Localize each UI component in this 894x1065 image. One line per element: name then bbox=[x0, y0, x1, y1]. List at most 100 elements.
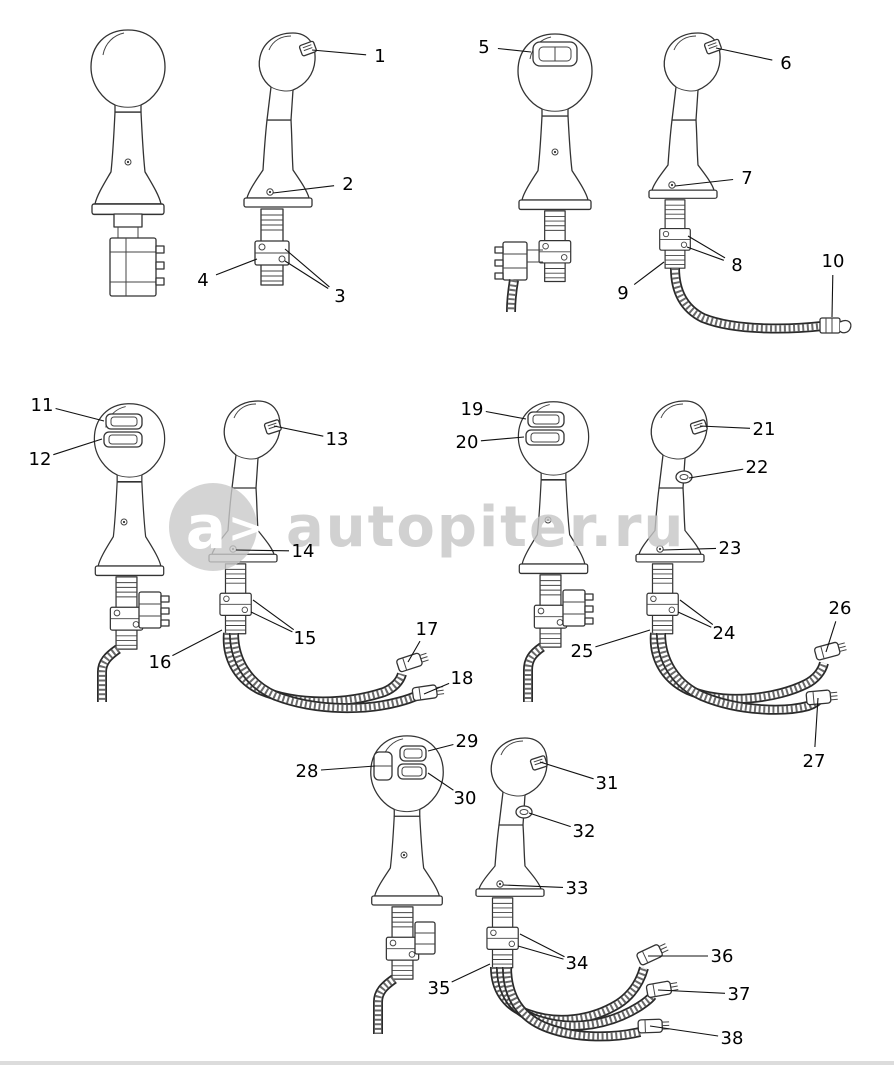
trigger-button bbox=[263, 419, 282, 435]
connector-plug bbox=[645, 978, 680, 999]
stem-clamp-assembly bbox=[254, 208, 290, 286]
top-button-2 bbox=[397, 763, 427, 780]
trigger-button bbox=[703, 38, 722, 55]
callout-30: 30 bbox=[454, 788, 477, 809]
callout-8: 8 bbox=[731, 255, 742, 276]
callout-31: 31 bbox=[596, 773, 619, 794]
body-screw-center bbox=[268, 190, 272, 194]
callout-leader-line bbox=[284, 248, 330, 288]
callout-9: 9 bbox=[617, 283, 628, 304]
callout-leader-line bbox=[825, 621, 837, 653]
handle-body bbox=[94, 481, 165, 577]
body-screw bbox=[266, 188, 274, 196]
terminal bbox=[160, 595, 170, 603]
callout-6: 6 bbox=[780, 53, 791, 74]
callout-leader-line bbox=[502, 884, 564, 888]
callout-leader-line bbox=[427, 772, 454, 791]
callout-37: 37 bbox=[728, 984, 751, 1005]
handle-body bbox=[648, 119, 718, 199]
body-screw bbox=[544, 516, 552, 524]
cable bbox=[523, 642, 545, 702]
callout-leader-line bbox=[686, 246, 724, 261]
handle-head bbox=[90, 29, 166, 113]
callout-22: 22 bbox=[746, 457, 769, 478]
top-button-2 bbox=[103, 431, 143, 448]
callout-25: 25 bbox=[571, 641, 594, 662]
callout-leader-line bbox=[688, 468, 744, 479]
figure-handle-side-3 bbox=[208, 400, 446, 714]
cable bbox=[670, 267, 823, 334]
callout-leader-line bbox=[215, 258, 258, 276]
connector-plug bbox=[637, 1018, 671, 1034]
body-screw bbox=[668, 181, 676, 189]
callout-leader-line bbox=[699, 425, 751, 429]
stem-clamp-assembly bbox=[219, 563, 252, 635]
stem-clamp-assembly bbox=[486, 897, 519, 969]
callout-24: 24 bbox=[713, 623, 736, 644]
watermark-text: autopiter.ru bbox=[286, 495, 685, 560]
stem-clamp-assembly bbox=[659, 199, 691, 269]
callout-leader-line bbox=[649, 1025, 719, 1037]
stem-clamp-assembly bbox=[385, 906, 420, 980]
callout-leader-line bbox=[55, 407, 105, 422]
callout-35: 35 bbox=[428, 978, 451, 999]
cable bbox=[97, 644, 121, 702]
callout-leader-line bbox=[519, 933, 565, 958]
callout-33: 33 bbox=[566, 878, 589, 899]
callout-3: 3 bbox=[334, 286, 345, 307]
callout-leader-line bbox=[235, 549, 290, 552]
callout-leader-line bbox=[814, 697, 819, 748]
callout-15: 15 bbox=[294, 628, 317, 649]
terminal bbox=[584, 617, 594, 625]
figure-handle-side-1 bbox=[243, 32, 317, 286]
callout-leader-line bbox=[633, 261, 665, 286]
stem-collar bbox=[113, 213, 143, 228]
callout-leader-line bbox=[407, 640, 421, 663]
watermark-logo-letter: a bbox=[186, 493, 227, 563]
terminal-block bbox=[414, 921, 436, 955]
callout-17: 17 bbox=[416, 619, 439, 640]
stem-clamp-assembly bbox=[538, 210, 572, 283]
callout-28: 28 bbox=[296, 761, 319, 782]
body-screw-center bbox=[122, 520, 126, 524]
body-screw-center bbox=[670, 183, 674, 187]
callout-layer: 1234567891011121314151617181920212223242… bbox=[29, 37, 852, 1049]
callout-leader-line bbox=[539, 761, 594, 780]
callout-leader-line bbox=[485, 410, 527, 420]
trigger-button bbox=[298, 40, 317, 57]
body-screw bbox=[551, 148, 559, 156]
callout-27: 27 bbox=[803, 751, 826, 772]
top-button-2 bbox=[525, 429, 565, 446]
callout-38: 38 bbox=[721, 1028, 744, 1049]
callout-leader-line bbox=[657, 989, 726, 994]
callout-26: 26 bbox=[829, 598, 852, 619]
callout-20: 20 bbox=[456, 432, 479, 453]
callout-14: 14 bbox=[292, 541, 315, 562]
callout-7: 7 bbox=[741, 168, 752, 189]
handle-body bbox=[243, 119, 313, 208]
terminal bbox=[494, 272, 504, 280]
callout-leader-line bbox=[679, 599, 714, 626]
callout-18: 18 bbox=[451, 668, 474, 689]
stem-clamp-assembly bbox=[533, 574, 568, 648]
callout-leader-line bbox=[517, 945, 564, 960]
trigger-button bbox=[689, 419, 708, 435]
terminal bbox=[494, 246, 504, 254]
callout-leader-line bbox=[250, 611, 293, 633]
terminal bbox=[155, 245, 165, 254]
body-screw-center bbox=[546, 518, 550, 522]
callout-34: 34 bbox=[566, 953, 589, 974]
connector-plug bbox=[805, 688, 839, 706]
callout-leader-line bbox=[320, 765, 376, 771]
terminal bbox=[160, 607, 170, 615]
callout-19: 19 bbox=[461, 399, 484, 420]
body-screw bbox=[656, 545, 664, 553]
callout-4: 4 bbox=[197, 270, 208, 291]
body-screw-center bbox=[553, 150, 557, 154]
body-screw-center bbox=[658, 547, 662, 551]
callout-32: 32 bbox=[573, 821, 596, 842]
terminal bbox=[155, 277, 165, 286]
stem-clamp-assembly bbox=[646, 563, 679, 635]
cable-end-fitting bbox=[819, 317, 852, 334]
